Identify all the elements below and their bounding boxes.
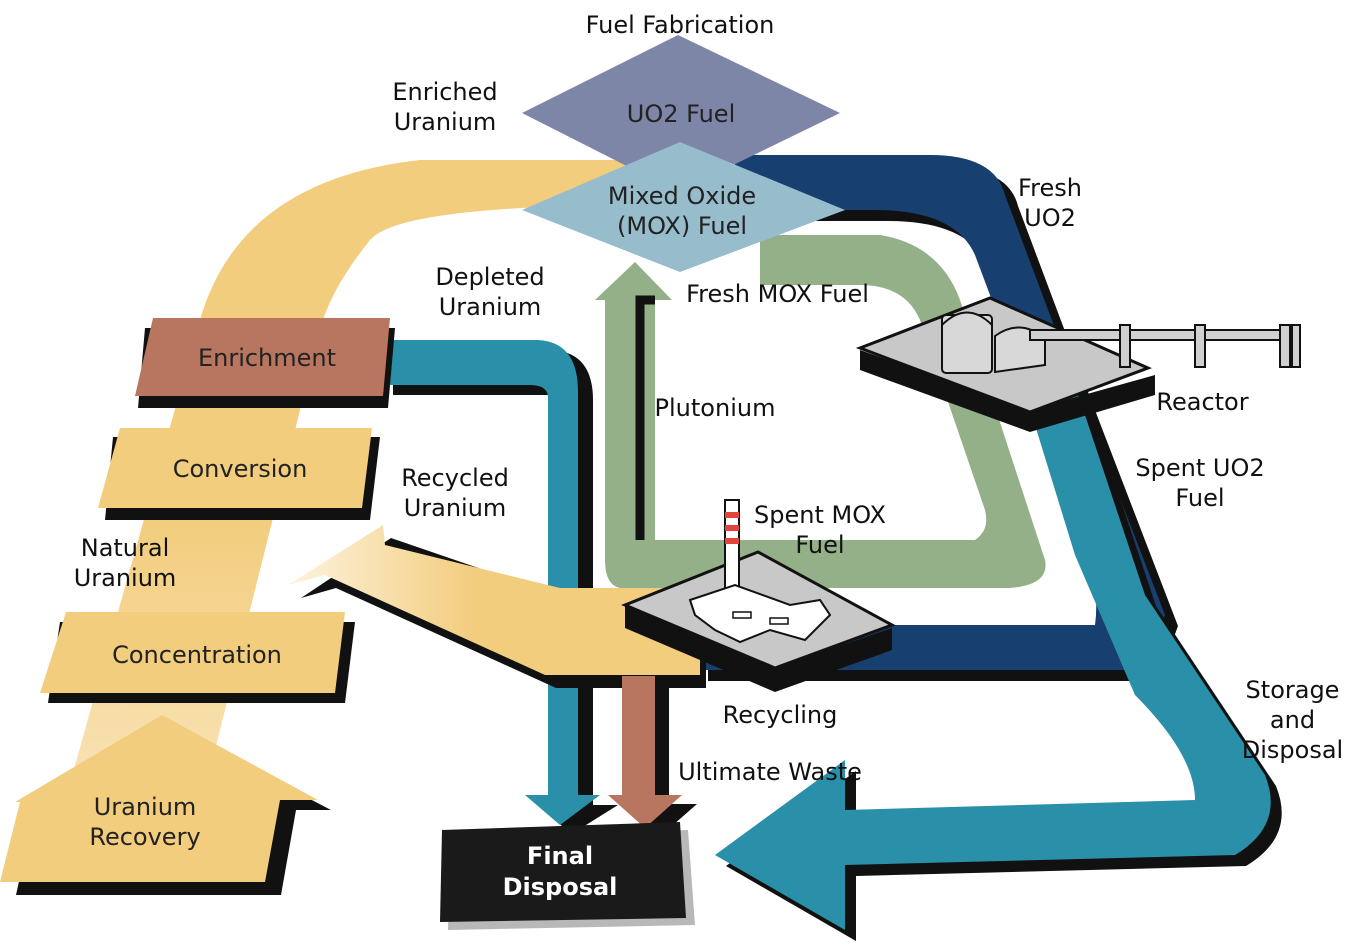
reactor-pylon-4	[1291, 324, 1301, 368]
sage-edge-line	[635, 295, 655, 540]
uo2-fuel-diamond	[522, 35, 840, 192]
final-disposal-box	[440, 822, 686, 922]
conversion-box	[98, 428, 372, 508]
plutonium-arrow-head	[595, 262, 672, 300]
depleted-uranium-arrow	[380, 340, 600, 825]
depleted-uranium-label: Depleted Uranium	[435, 263, 545, 321]
spent-mox-fuel-label: Spent MOX Fuel	[754, 501, 886, 559]
stack-stripe-1	[725, 512, 739, 518]
conversion-label: Conversion	[173, 455, 308, 483]
fresh-mox-fuel-label: Fresh MOX Fuel	[686, 280, 869, 308]
concentration-label: Concentration	[112, 641, 282, 669]
reactor-pipe	[1029, 329, 1286, 341]
ultimate-waste-label: Ultimate Waste	[678, 758, 862, 786]
uo2-fuel-label: UO2 Fuel	[627, 100, 736, 128]
fresh-uo2-label: Fresh UO2	[1018, 174, 1082, 232]
recycling-platform-side	[625, 605, 892, 692]
enriched-uranium-label: Enriched Uranium	[392, 78, 498, 136]
storage-and-disposal-label: Storage and Disposal	[1241, 676, 1344, 764]
final-disposal-label-1: Final	[527, 842, 593, 870]
stack-stripe-2	[725, 525, 739, 531]
recycling-building	[688, 583, 832, 644]
mox-fuel-label-1: Mixed Oxide	[608, 182, 756, 210]
spent-uo2-fuel-label: Spent UO2 Fuel	[1135, 454, 1265, 512]
reactor-dome-top	[941, 311, 993, 326]
tan-flow-arrow	[40, 160, 650, 890]
recycled-uranium-arrow	[288, 525, 700, 675]
mox-fuel-label-2: (MOX) Fuel	[617, 212, 747, 240]
natural-uranium-label: Natural Uranium	[73, 534, 177, 592]
concentration-box	[40, 612, 345, 693]
teal-storage-arrow	[715, 355, 1271, 930]
reactor-platform-side	[860, 350, 1155, 432]
plutonium-label: Plutonium	[654, 394, 776, 422]
recycling-label: Recycling	[722, 701, 838, 729]
recycling-window-1	[732, 611, 752, 619]
reactor-pylon-2	[1194, 324, 1206, 368]
uranium-recovery-label-1: Uranium	[94, 793, 197, 821]
recycled-uranium-label: Recycled Uranium	[401, 464, 509, 522]
uranium-recovery-arrow	[0, 715, 318, 882]
uranium-recovery-label-2: Recovery	[89, 823, 200, 851]
final-disposal-label-2: Disposal	[503, 873, 618, 901]
fuel-fabrication-label: Fuel Fabrication	[585, 11, 775, 39]
enrichment-label: Enrichment	[198, 344, 336, 372]
reactor-pylon-1	[1119, 324, 1131, 368]
stack-stripe-3	[725, 538, 739, 544]
recycling-window-2	[769, 617, 789, 625]
reactor-label: Reactor	[1156, 388, 1249, 416]
ultimate-waste-arrow	[608, 676, 682, 828]
mox-fuel-diamond	[522, 142, 845, 272]
enrichment-box	[135, 318, 390, 396]
reactor-pylon-3	[1279, 324, 1291, 368]
